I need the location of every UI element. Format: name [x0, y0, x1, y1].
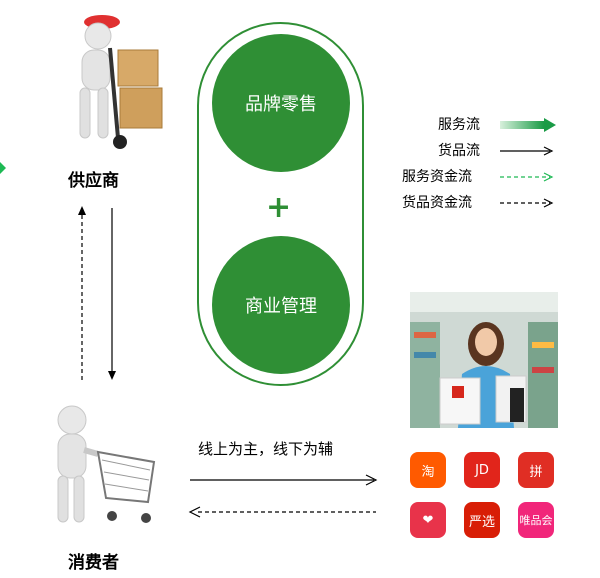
brand-retail-label: 品牌零售: [245, 94, 317, 115]
supplier-figure: [79, 15, 163, 149]
vip-app-icon: 唯品会: [518, 502, 554, 538]
consumer-figure: [57, 405, 156, 523]
legend-line-dashed-black: [500, 198, 554, 208]
app-icon-text: JD: [475, 462, 489, 478]
app-icon-text: ❤: [422, 512, 434, 528]
heart-app-icon: ❤: [410, 502, 446, 538]
business-model-pill: [197, 22, 364, 386]
legend-label: 服务流: [438, 117, 480, 133]
app-icon-text: 唯品会: [519, 514, 553, 527]
taobao-app-icon: 淘: [410, 452, 446, 488]
yanxuan-app-icon: 严选: [464, 502, 500, 538]
app-icon-text: 严选: [468, 514, 495, 530]
shopping-photo: [410, 292, 558, 428]
supplier-label: 供应商: [68, 171, 119, 191]
channel-arrows: [188, 474, 378, 518]
pinduoduo-app-icon: 拼: [518, 452, 554, 488]
app-icon-text: 淘: [421, 464, 435, 480]
legend-label: 货品资金流: [402, 195, 472, 211]
plus-sign: +: [266, 190, 292, 225]
legend-item-goods-flow: 货品流: [400, 138, 590, 164]
legend-line-black: [500, 146, 554, 156]
jd-app-icon: JD: [464, 452, 500, 488]
business-mgmt-circle: 商业管理: [212, 236, 350, 374]
brand-retail-circle: 品牌零售: [212, 34, 350, 172]
channel-caption: 线上为主，线下为辅: [198, 440, 334, 458]
app-icon-text: 拼: [529, 464, 543, 480]
legend-line-thick-green: [500, 118, 556, 132]
legend: 服务流 货品流 服务资金流 货品资金流: [400, 112, 590, 216]
supplier-consumer-arrows: [78, 206, 116, 380]
legend-item-goods-fund-flow: 货品资金流: [400, 190, 590, 216]
legend-label: 货品流: [438, 143, 480, 159]
legend-label: 服务资金流: [402, 169, 472, 185]
legend-item-service-flow: 服务流: [400, 112, 590, 138]
edge-arrow-icon: [0, 162, 6, 174]
business-mgmt-label: 商业管理: [245, 296, 317, 317]
legend-line-dashed-green: [500, 172, 554, 182]
legend-item-service-fund-flow: 服务资金流: [400, 164, 590, 190]
consumer-label: 消费者: [68, 553, 119, 573]
